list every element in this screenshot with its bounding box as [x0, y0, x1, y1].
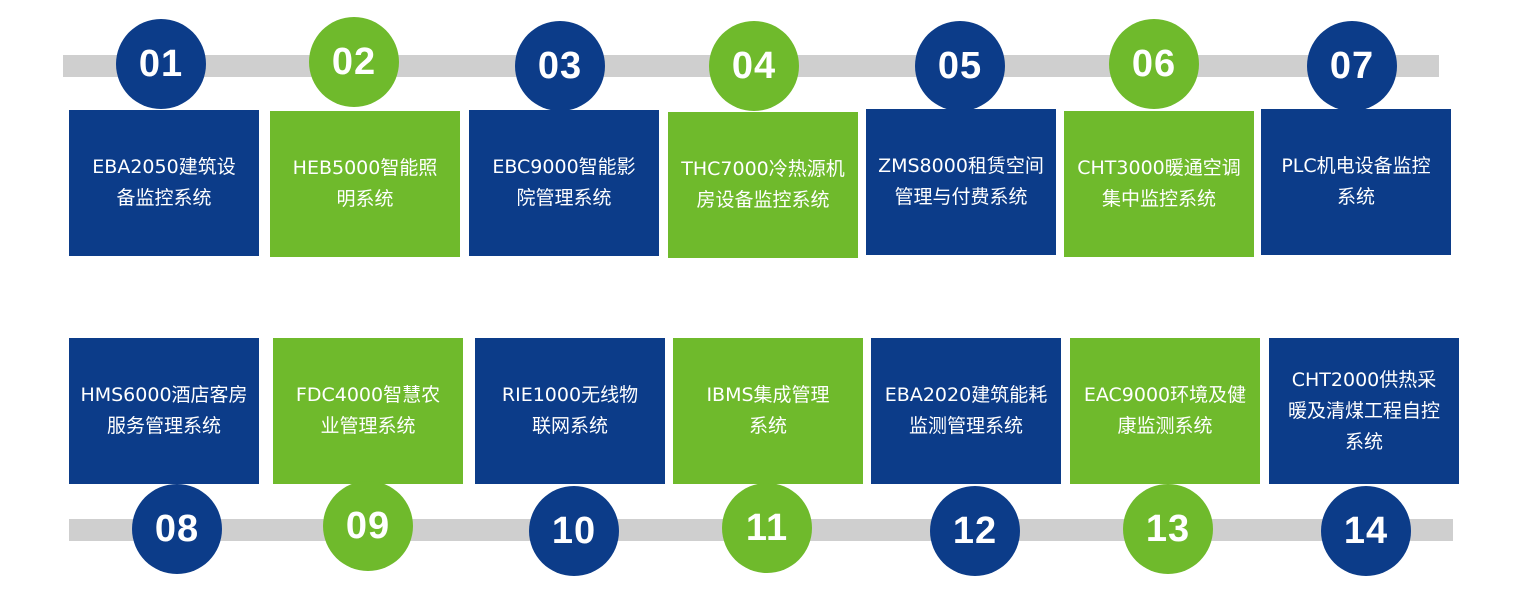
system-label-11: IBMS集成管理系统 — [706, 384, 830, 437]
system-label-01: EBA2050建筑设备监控系统 — [92, 156, 236, 209]
system-label-03: EBC9000智能影院管理系统 — [492, 156, 636, 209]
step-number-02: 02 — [309, 17, 399, 107]
system-card-02: HEB5000智能照明系统 — [270, 111, 460, 257]
system-label-14: CHT2000供热采暖及清煤工程自控系统 — [1287, 368, 1440, 453]
system-label-02: HEB5000智能照明系统 — [292, 157, 438, 210]
step-number-07: 07 — [1307, 21, 1397, 111]
step-number-09: 09 — [323, 481, 413, 571]
system-label-10: RIE1000无线物联网系统 — [501, 384, 639, 437]
system-card-01: EBA2050建筑设备监控系统 — [69, 110, 259, 256]
system-card-11: IBMS集成管理系统 — [673, 338, 863, 484]
system-card-09: FDC4000智慧农业管理系统 — [273, 338, 463, 484]
system-label-12: EBA2020建筑能耗监测管理系统 — [884, 384, 1048, 437]
step-number-11: 11 — [722, 483, 812, 573]
system-card-04: THC7000冷热源机房设备监控系统 — [668, 112, 858, 258]
step-number-13: 13 — [1123, 484, 1213, 574]
step-number-08: 08 — [132, 484, 222, 574]
system-label-08: HMS6000酒店客房服务管理系统 — [80, 384, 248, 437]
system-card-05: ZMS8000租赁空间管理与付费系统 — [866, 109, 1056, 255]
system-label-04: THC7000冷热源机房设备监控系统 — [681, 158, 845, 211]
system-label-09: FDC4000智慧农业管理系统 — [295, 384, 441, 437]
system-label-06: CHT3000暖通空调集中监控系统 — [1077, 157, 1241, 210]
system-label-07: PLC机电设备监控系统 — [1281, 155, 1431, 208]
system-card-12: EBA2020建筑能耗监测管理系统 — [871, 338, 1061, 484]
step-number-04: 04 — [709, 21, 799, 111]
step-number-06: 06 — [1109, 19, 1199, 109]
system-card-08: HMS6000酒店客房服务管理系统 — [69, 338, 259, 484]
system-card-14: CHT2000供热采暖及清煤工程自控系统 — [1269, 338, 1459, 484]
system-card-06: CHT3000暖通空调集中监控系统 — [1064, 111, 1254, 257]
system-label-05: ZMS8000租赁空间管理与付费系统 — [878, 155, 1044, 208]
step-number-12: 12 — [930, 486, 1020, 576]
system-card-07: PLC机电设备监控系统 — [1261, 109, 1451, 255]
step-number-03: 03 — [515, 21, 605, 111]
system-card-13: EAC9000环境及健康监测系统 — [1070, 338, 1260, 484]
system-card-10: RIE1000无线物联网系统 — [475, 338, 665, 484]
step-number-01: 01 — [116, 19, 206, 109]
step-number-14: 14 — [1321, 486, 1411, 576]
step-number-05: 05 — [915, 21, 1005, 111]
system-card-03: EBC9000智能影院管理系统 — [469, 110, 659, 256]
step-number-10: 10 — [529, 486, 619, 576]
system-label-13: EAC9000环境及健康监测系统 — [1083, 384, 1247, 437]
